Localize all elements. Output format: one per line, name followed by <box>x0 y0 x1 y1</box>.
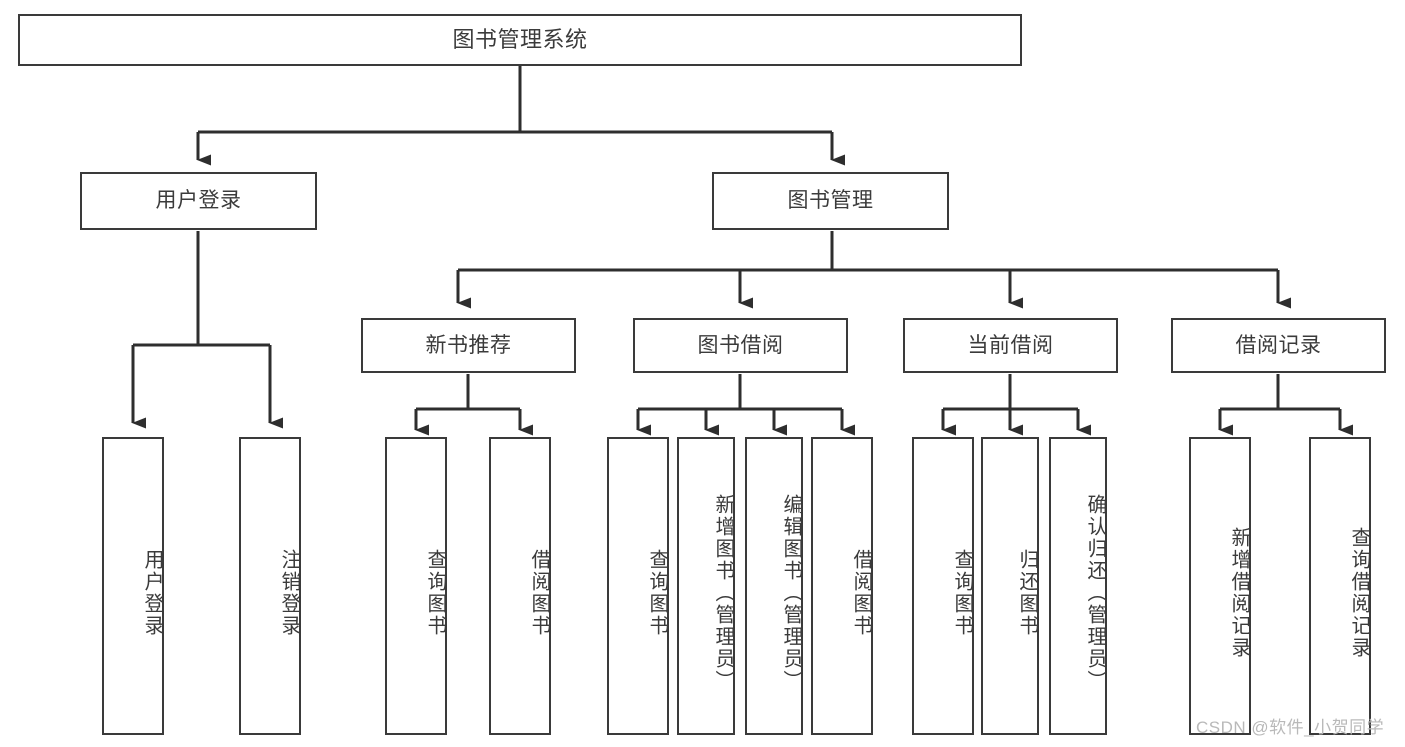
leaf-label: 查询图书 <box>424 549 446 637</box>
leaf-label: 确认归还（管理员） <box>1084 494 1106 692</box>
leaf-borrow-record-query[interactable]: 查询借阅记录 <box>1309 437 1371 735</box>
leaf-book-borrow-add[interactable]: 新增图书（管理员） <box>677 437 735 735</box>
leaf-label: 查询图书 <box>646 549 668 637</box>
leaf-label: 借阅图书 <box>528 549 550 637</box>
leaf-current-borrow-confirm-return[interactable]: 确认归还（管理员） <box>1049 437 1107 735</box>
node-borrow-records[interactable]: 借阅记录 <box>1171 318 1386 373</box>
leaf-book-borrow-edit[interactable]: 编辑图书（管理员） <box>745 437 803 735</box>
leaf-current-borrow-return[interactable]: 归还图书 <box>981 437 1039 735</box>
leaf-user-login-login[interactable]: 用户登录 <box>102 437 164 735</box>
leaf-new-book-query[interactable]: 查询图书 <box>385 437 447 735</box>
leaf-label: 借阅图书 <box>850 549 872 637</box>
leaf-label: 编辑图书（管理员） <box>780 494 802 692</box>
leaf-label: 用户登录 <box>141 549 163 637</box>
node-book-borrow[interactable]: 图书借阅 <box>633 318 848 373</box>
leaf-label: 归还图书 <box>1016 549 1038 637</box>
leaf-label: 查询借阅记录 <box>1348 527 1370 659</box>
leaf-new-book-borrow[interactable]: 借阅图书 <box>489 437 551 735</box>
leaf-label: 查询图书 <box>951 549 973 637</box>
leaf-current-borrow-query[interactable]: 查询图书 <box>912 437 974 735</box>
leaf-book-borrow-borrow[interactable]: 借阅图书 <box>811 437 873 735</box>
watermark: CSDN @软件_小贺同学 <box>1196 718 1385 737</box>
node-book-management[interactable]: 图书管理 <box>712 172 949 230</box>
node-new-book-recommend[interactable]: 新书推荐 <box>361 318 576 373</box>
leaf-book-borrow-query[interactable]: 查询图书 <box>607 437 669 735</box>
leaf-label: 注销登录 <box>278 549 300 637</box>
node-user-login[interactable]: 用户登录 <box>80 172 317 230</box>
node-current-borrow[interactable]: 当前借阅 <box>903 318 1118 373</box>
leaf-borrow-record-add[interactable]: 新增借阅记录 <box>1189 437 1251 735</box>
leaf-user-login-logout[interactable]: 注销登录 <box>239 437 301 735</box>
leaf-label: 新增借阅记录 <box>1228 527 1250 659</box>
node-root[interactable]: 图书管理系统 <box>18 14 1022 66</box>
leaf-label: 新增图书（管理员） <box>712 494 734 692</box>
